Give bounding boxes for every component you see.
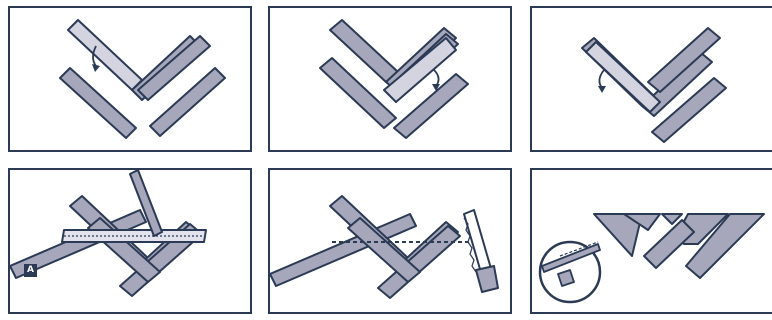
step-3-panel — [530, 6, 772, 152]
step-3-illustration — [532, 8, 772, 150]
step-4-panel: A — [8, 168, 252, 314]
step-4-illustration — [10, 170, 250, 312]
saw-icon — [464, 210, 498, 292]
step-6-panel — [530, 168, 772, 314]
step-1-panel — [8, 6, 252, 152]
step-1-illustration — [10, 8, 250, 150]
step-5-illustration — [270, 170, 510, 312]
step-6-illustration — [532, 170, 772, 312]
step-2-panel — [268, 6, 512, 152]
step-2-illustration — [270, 8, 510, 150]
step-5-panel — [268, 168, 512, 314]
marker-a: A — [24, 264, 37, 277]
